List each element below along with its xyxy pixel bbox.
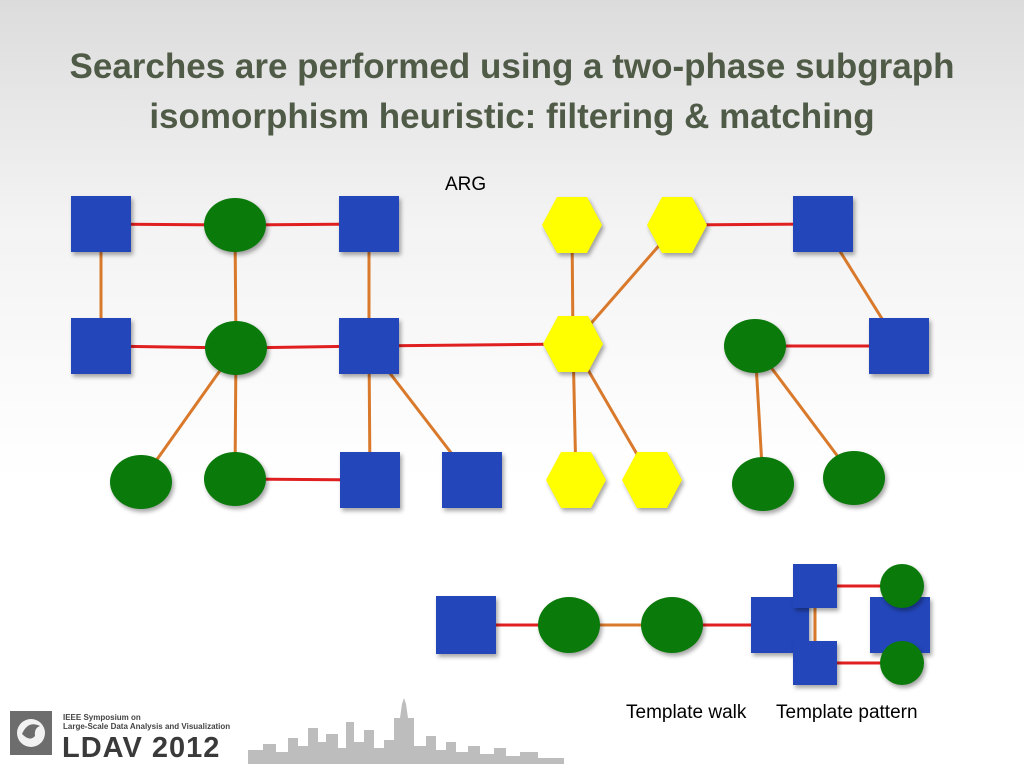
square-node <box>436 596 496 654</box>
square-node <box>339 318 399 374</box>
hexagon-node <box>542 197 602 253</box>
square-node <box>793 564 837 608</box>
template-walk-label: Template walk <box>626 702 747 723</box>
slide-title: Searches are performed using a two-phase… <box>0 42 1024 142</box>
hexagon-node <box>543 316 603 372</box>
logo-brand: LDAV 2012 <box>62 732 221 764</box>
logo-line-1: IEEE Symposium on <box>63 713 141 722</box>
slide-title-line-1: Searches are performed using a two-phase… <box>69 47 955 86</box>
circle-node <box>880 564 924 608</box>
slide-title-line-2: isomorphism heuristic: filtering & match… <box>149 97 875 136</box>
square-node <box>71 318 131 374</box>
graph-edge <box>368 342 574 348</box>
graph-nodes <box>71 196 930 685</box>
seattle-skyline-icon <box>10 698 564 764</box>
circle-node <box>641 597 703 653</box>
hexagon-node <box>647 197 707 253</box>
hexagon-node <box>546 452 606 508</box>
square-node <box>869 318 929 374</box>
circle-node <box>204 198 266 252</box>
square-node <box>71 196 131 252</box>
ldav-logo: IEEE Symposium on Large-Scale Data Analy… <box>8 698 568 768</box>
circle-node <box>204 452 266 506</box>
hexagon-node <box>622 452 682 508</box>
circle-node <box>732 457 794 511</box>
circle-node <box>880 641 924 685</box>
square-node <box>793 641 837 685</box>
square-node <box>340 452 400 508</box>
logo-line-2: Large-Scale Data Analysis and Visualizat… <box>63 722 231 731</box>
square-node <box>793 196 853 252</box>
circle-node <box>110 455 172 509</box>
arg-label: ARG <box>445 174 487 195</box>
circle-node <box>823 451 885 505</box>
square-node <box>442 452 502 508</box>
template-pattern-label: Template pattern <box>776 702 918 723</box>
circle-node <box>538 597 600 653</box>
circle-node <box>205 321 267 375</box>
circle-node <box>724 319 786 373</box>
square-node <box>339 196 399 252</box>
